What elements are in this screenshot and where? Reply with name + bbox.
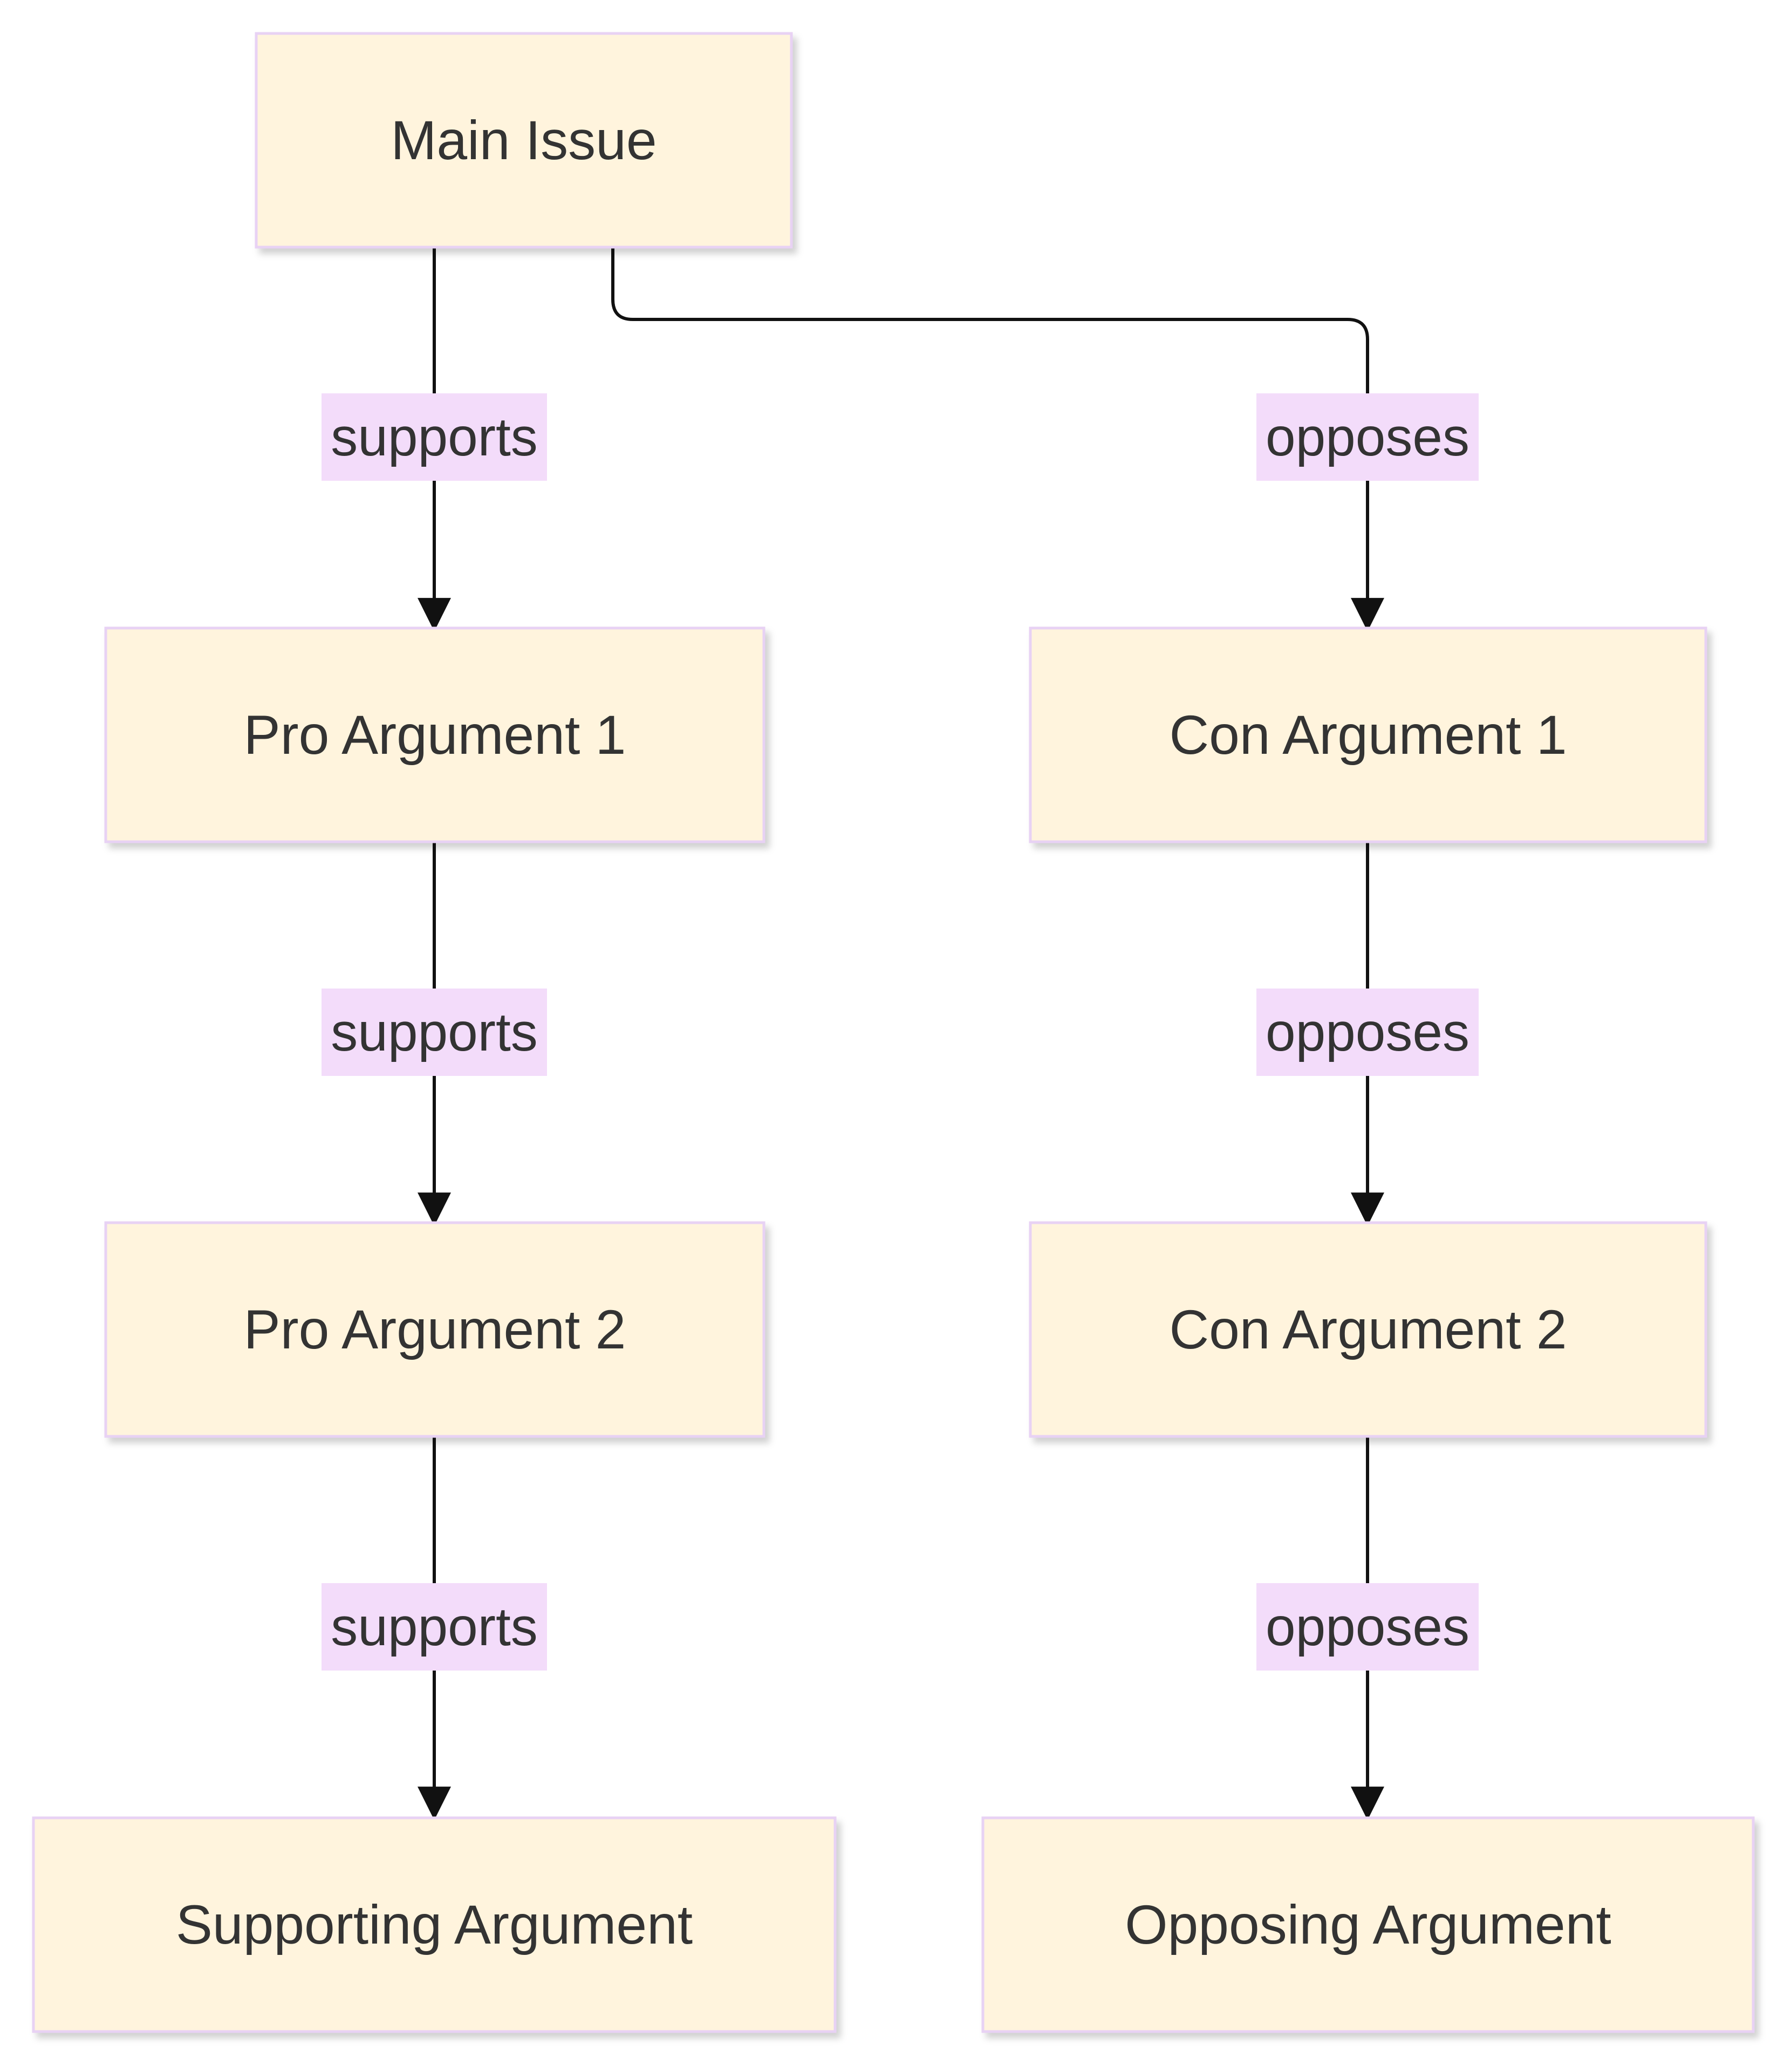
node-pro-argument-1: Pro Argument 1 <box>104 626 765 843</box>
edge-label-con2-opposing: opposes <box>1256 1583 1479 1671</box>
node-label: Con Argument 1 <box>1169 704 1567 766</box>
nodes: Main Issue Pro Argument 1 Pro Argument 2… <box>32 32 1755 2033</box>
node-label: Pro Argument 1 <box>244 704 626 766</box>
edge-label-text: opposes <box>1266 1002 1469 1062</box>
edge-label-main-con1: opposes <box>1256 393 1479 481</box>
node-label: Pro Argument 2 <box>244 1299 626 1360</box>
node-label: Main Issue <box>391 110 657 171</box>
edge-label-text: supports <box>331 1597 538 1657</box>
node-label: Con Argument 2 <box>1169 1299 1567 1360</box>
edge-label-text: opposes <box>1266 1597 1469 1657</box>
node-supporting-argument: Supporting Argument <box>32 1816 837 2033</box>
edge-label-pro1-pro2: supports <box>322 989 547 1076</box>
node-opposing-argument: Opposing Argument <box>981 1816 1755 2033</box>
edge-labels: supports opposes supports supports oppos… <box>322 393 1479 1671</box>
edge-label-con1-con2: opposes <box>1256 989 1479 1076</box>
edges <box>418 248 1384 1821</box>
edge-label-pro2-supporting: supports <box>322 1583 547 1671</box>
node-label: Opposing Argument <box>1125 1894 1611 1955</box>
node-con-argument-2: Con Argument 2 <box>1029 1221 1707 1438</box>
edge-label-text: opposes <box>1266 407 1469 467</box>
node-con-argument-1: Con Argument 1 <box>1029 626 1707 843</box>
node-label: Supporting Argument <box>176 1894 693 1955</box>
edge-label-text: supports <box>331 407 538 467</box>
edge-label-text: supports <box>331 1002 538 1062</box>
node-pro-argument-2: Pro Argument 2 <box>104 1221 765 1438</box>
edge-label-main-pro1: supports <box>322 393 547 481</box>
edge-main-to-con1 <box>611 248 1384 632</box>
node-main-issue: Main Issue <box>255 32 793 249</box>
